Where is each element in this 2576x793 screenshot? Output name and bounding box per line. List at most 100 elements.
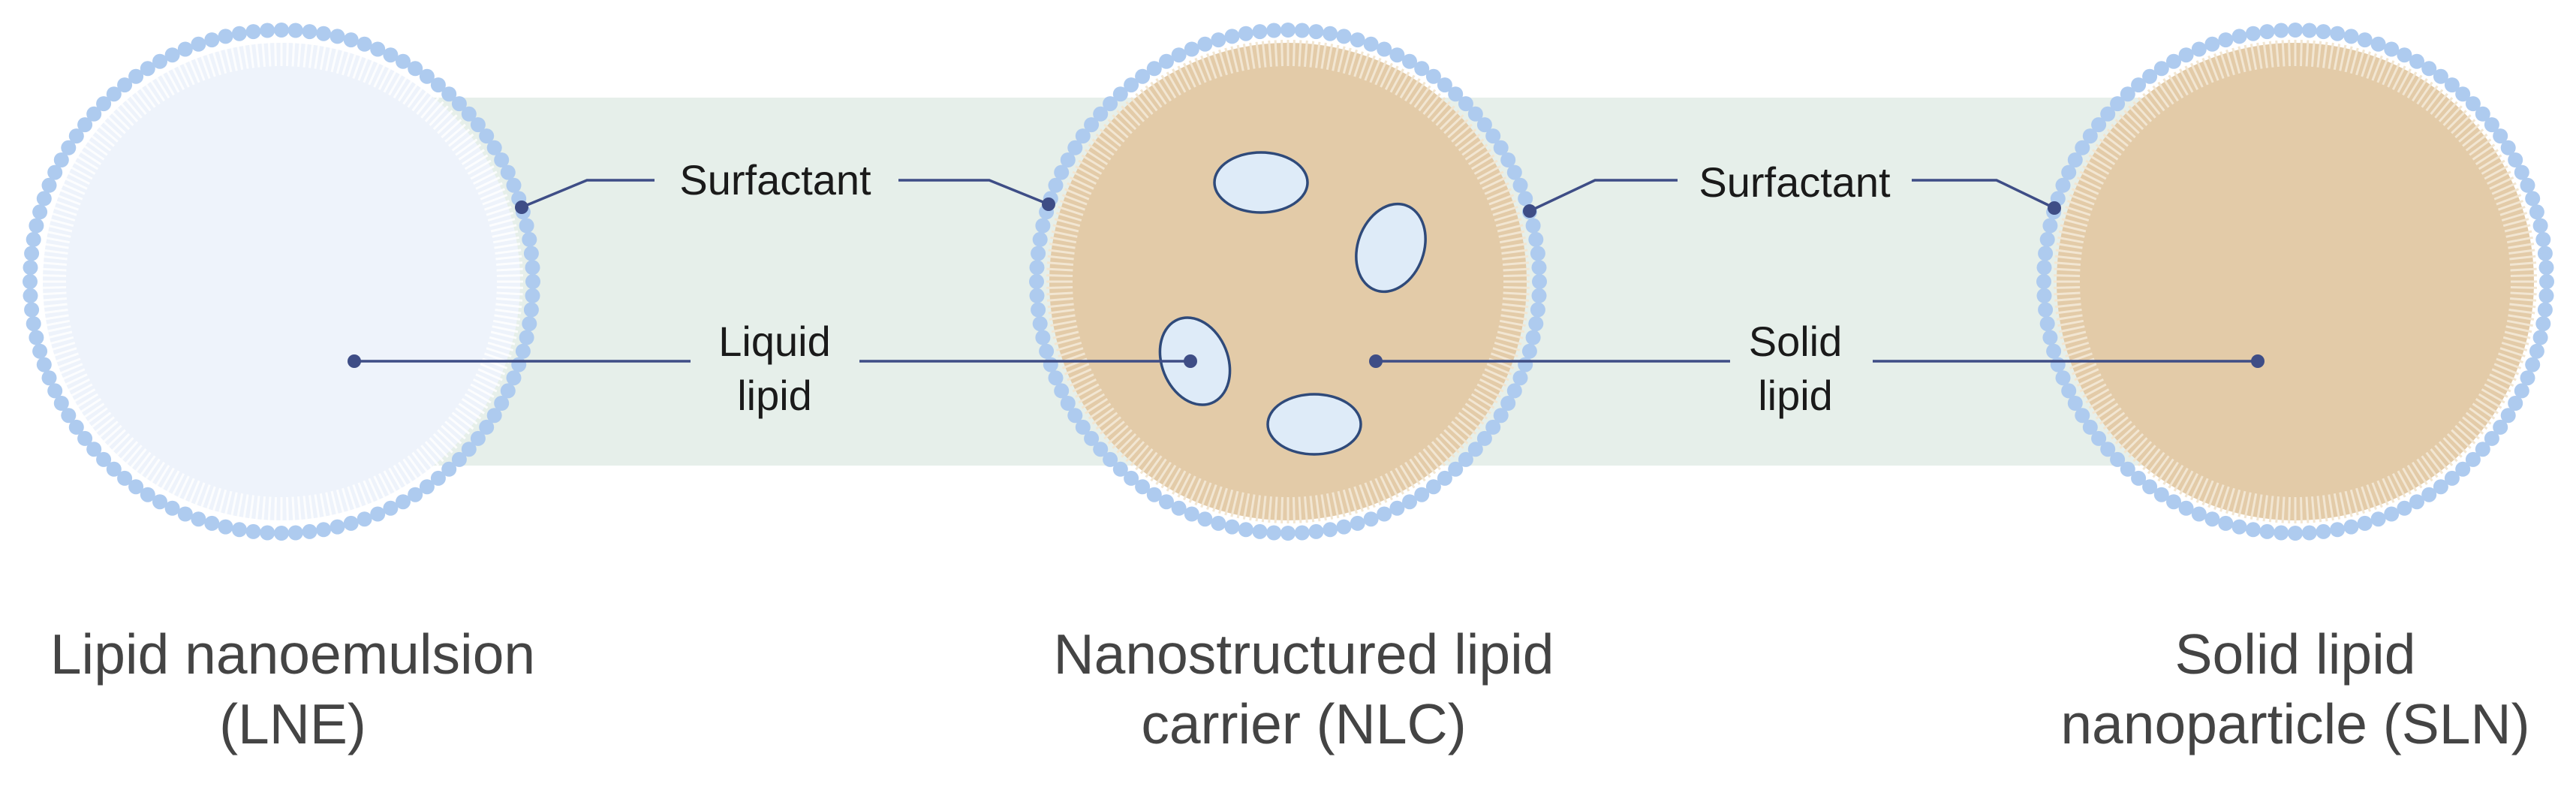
surfactant-head [2370,511,2386,527]
surfactant-head [1458,96,1473,112]
surfactant-tail [473,378,498,393]
surfactant-tail [2509,261,2537,266]
surfactant-head [29,330,44,345]
surfactant-head [1512,370,1528,386]
surfactant-head [461,106,477,122]
surfactant-head [522,316,537,332]
surfactant-tail [1172,68,1187,93]
surfactant-head [500,383,516,399]
surfactant-tail [1473,388,1498,404]
surfactant-tail [496,291,523,296]
surfactant-head [164,47,180,63]
surfactant-tail [2478,154,2502,170]
surfactant-tail [1502,303,1529,309]
surfactant-head [1048,370,1064,386]
surfactant-tail [467,388,492,404]
surfactant-tail [55,194,81,206]
surfactant-tail [1332,44,1340,71]
surfactant-tail [2219,486,2230,512]
surfactant-tail [492,319,519,327]
lne-name-line1: Lipid nanoemulsion [50,623,535,686]
surfactant-tail [2508,249,2535,255]
surfactant-head [2153,487,2169,502]
surfactant-tail [1054,336,1081,345]
surfactant-head [302,24,317,40]
surfactant-tail [2207,482,2219,508]
surfactant-head [2050,357,2066,372]
surfactant-tail [1046,291,1073,296]
surfactant-head [204,515,220,531]
surfactant-head [32,343,48,359]
surfactant-head [2397,47,2412,63]
surfactant-tail [2201,480,2214,506]
surfactant-tail [2402,467,2418,492]
surfactant-tail [1075,165,1100,180]
surfactant-head [61,408,77,424]
surfactant-tail [2371,482,2383,508]
surfactant-head [274,526,289,541]
surfactant-head [396,53,411,69]
surfactant-head [1103,451,1118,467]
surfactant-tail [2123,110,2144,131]
surfactant-tail [60,368,86,381]
surfactant-tail [2391,65,2406,90]
surfactant-tail [254,496,260,523]
surfactant-head [1476,117,1492,133]
surfactant-tail [1058,347,1084,357]
surfactant-tail [200,484,211,511]
surfactant-head [370,41,386,57]
surfactant-tail [1293,40,1296,67]
surfactant-tail [1359,484,1370,511]
surfactant-head [2191,506,2207,522]
surfactant-head [1035,330,1051,345]
surfactant-head [1159,53,1174,69]
surfactant-head [2036,288,2052,303]
surfactant-tail [1095,412,1118,430]
surfactant-tail [1486,363,1512,375]
surfactant-tail [138,85,156,108]
surfactant-head [218,519,233,535]
surfactant-tail [2056,243,2083,249]
surfactant-tail [1224,489,1234,516]
leader-dot [2048,201,2061,215]
surfactant-tail [2376,57,2389,83]
surfactant-tail [1500,243,1527,249]
surfactant-tail [1230,46,1239,73]
surfactant-head [1238,26,1253,41]
surfactant-head [1525,330,1541,345]
surfactant-tail [2505,325,2532,333]
surfactant-tail [494,314,521,321]
surfactant-tail [165,68,180,93]
surfactant-tail [1494,342,1521,351]
surfactant-tail [78,149,102,165]
surfactant-tail [2213,53,2225,80]
surfactant-tail [2237,490,2246,517]
surfactant-tail [2509,297,2537,302]
surfactant-tail [1304,40,1308,68]
surfactant-tail [44,325,71,333]
surfactant-head [2532,330,2548,345]
surfactant-head [1124,77,1139,93]
surfactant-head [164,500,180,516]
surfactant-head [2514,164,2529,180]
surfactant-head [68,419,84,435]
surfactant-tail [2114,424,2136,445]
surfactant-tail [2425,89,2444,112]
surfactant-head [1103,96,1118,112]
surfactant-head [1197,511,1213,527]
surfactant-tail [170,65,185,90]
surfactant-tail [451,133,474,152]
surfactant-tail [2152,455,2170,478]
surfactant-tail [51,347,77,357]
surfactant-tail [46,224,73,233]
surfactant-tail [1055,212,1082,222]
surfactant-tail [424,101,444,122]
surfactant-head [1266,23,1282,38]
surfactant-tail [1050,319,1077,327]
surfactant-tail [1348,487,1358,514]
surfactant-head [191,511,206,527]
surfactant-tail [2102,133,2126,152]
surfactant-tail [470,383,495,398]
surfactant-tail [51,206,77,216]
surfactant-left-leader-b [898,179,1049,206]
